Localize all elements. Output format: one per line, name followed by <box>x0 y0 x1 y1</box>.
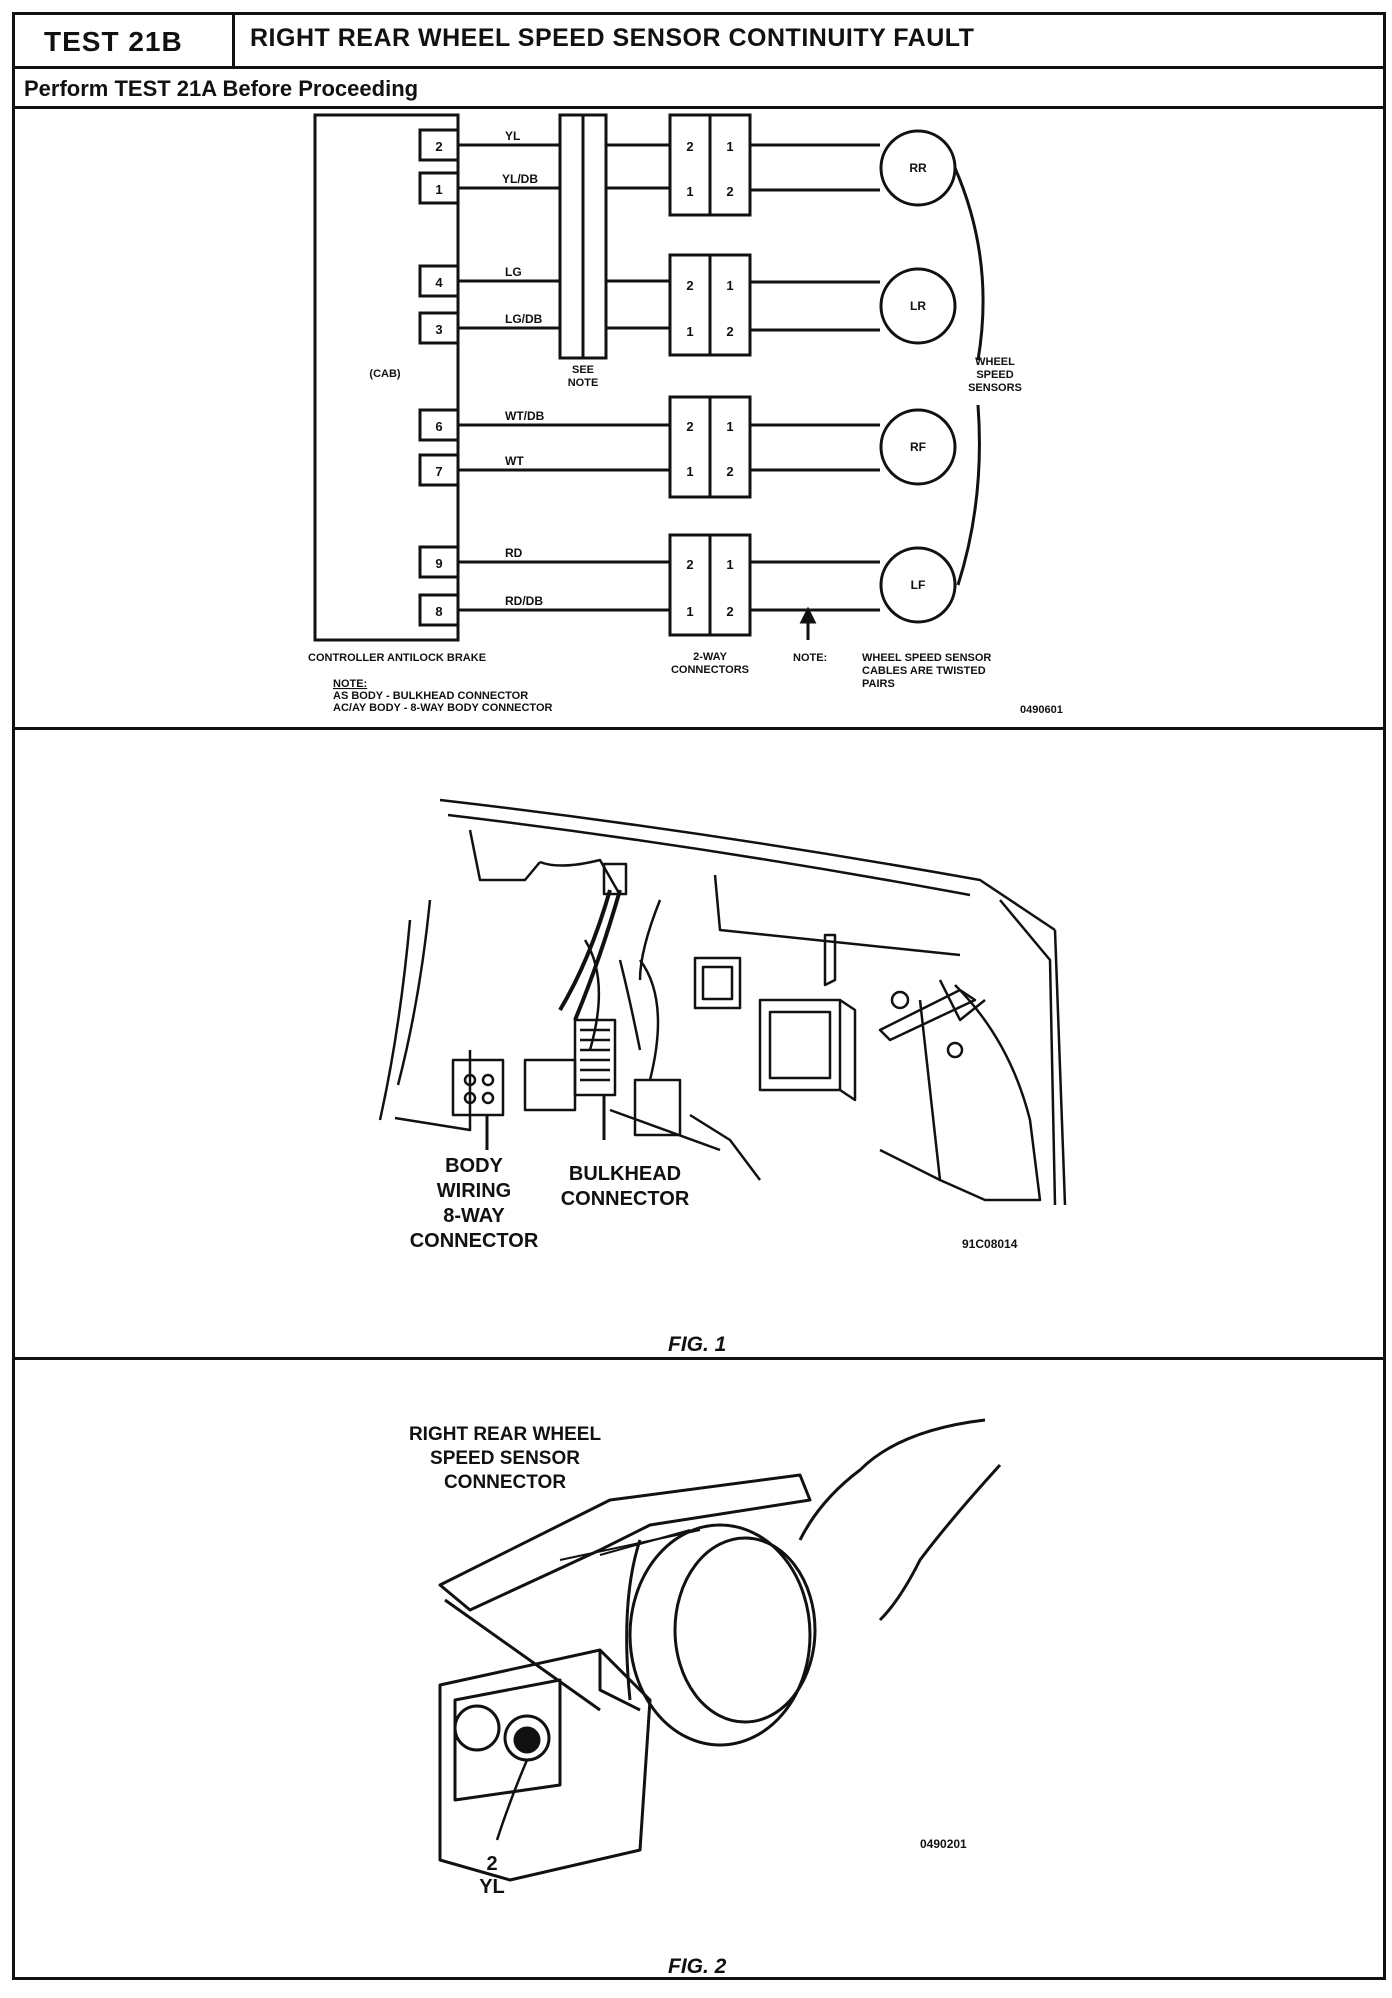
sensor-label: RR <box>909 161 927 175</box>
page-title: RIGHT REAR WHEEL SPEED SENSOR CONTINUITY… <box>250 24 975 52</box>
bottom-note: NOTE: <box>333 678 367 690</box>
dash-top-edge <box>439 798 1056 932</box>
pin-label: YL <box>479 1876 505 1898</box>
fig1-illustration: BODY WIRING 8-WAY CONNECTOR BULKHEAD CON… <box>378 798 1067 1252</box>
connector-pin: 2 <box>686 557 693 572</box>
controller-box <box>313 113 460 642</box>
connector-pin: 2 <box>726 604 733 619</box>
connector-body <box>438 1648 652 1882</box>
two-way-connectors-label: CONNECTORS <box>671 664 749 676</box>
body-wiring-label: 8-WAY <box>443 1205 505 1227</box>
sensor-label: RF <box>910 440 926 454</box>
connector-pin: 1 <box>726 419 733 434</box>
fig2-caption: FIG. 2 <box>668 1955 727 1978</box>
body-wiring-label: BODY <box>445 1155 503 1177</box>
connector-pin: 2 <box>726 324 733 339</box>
wire-color-label: YL/DB <box>502 172 538 186</box>
wire-color-label: WT/DB <box>505 409 545 423</box>
twisted-note: CABLES ARE TWISTED <box>862 665 986 677</box>
pin-number: 4 <box>435 275 443 290</box>
pin-2-cavity <box>513 1726 541 1754</box>
cable <box>798 1418 986 1541</box>
see-note-label: NOTE <box>568 377 599 389</box>
bottom-note: AC/AY BODY - 8-WAY BODY CONNECTOR <box>333 702 552 714</box>
bottom-note: AS BODY - BULKHEAD CONNECTOR <box>333 690 528 702</box>
bulkhead-label: CONNECTOR <box>561 1188 690 1210</box>
wire-color-label: LG/DB <box>505 312 543 326</box>
connector-pin: 2 <box>686 139 693 154</box>
subtitle-divider <box>12 106 1386 109</box>
wire-color-label: WT <box>505 454 524 468</box>
bulkhead-label: BULKHEAD <box>569 1163 681 1185</box>
sensor-label: LF <box>911 578 926 592</box>
latch <box>438 1473 812 1612</box>
test-id: TEST 21B <box>44 26 183 57</box>
connector-pin: 1 <box>726 278 733 293</box>
wiring-schematic: 2 1 4 3 6 7 9 8 YL YL/DB LG LG/DB WT/DB … <box>308 113 1063 716</box>
bulkhead-connector <box>573 1018 617 1097</box>
two-way-connectors-label: 2-WAY <box>693 651 727 663</box>
pin-number: 7 <box>435 464 442 479</box>
wire-color-label: RD/DB <box>505 594 543 608</box>
connector-pin: 2 <box>726 464 733 479</box>
header-divider <box>12 66 1386 69</box>
connector-pin: 1 <box>726 139 733 154</box>
twisted-note: PAIRS <box>862 678 895 690</box>
pin-number: 8 <box>435 604 442 619</box>
connector-label: CONNECTOR <box>444 1472 566 1493</box>
section-divider-1 <box>12 727 1386 730</box>
figure-code: 91C08014 <box>962 1237 1018 1251</box>
pin-number: 9 <box>435 556 442 571</box>
page-subtitle: Perform TEST 21A Before Proceeding <box>24 76 419 101</box>
body-wiring-label: CONNECTOR <box>410 1230 539 1252</box>
pin-number: 1 <box>435 182 442 197</box>
page-frame <box>12 12 1386 1980</box>
connector-pin: 2 <box>726 184 733 199</box>
section-divider-2 <box>12 1357 1386 1360</box>
fig2-illustration: RIGHT REAR WHEEL SPEED SENSOR CONNECTOR … <box>409 1418 1002 1898</box>
fig1-caption: FIG. 1 <box>668 1333 727 1356</box>
connector-pin: 1 <box>686 324 693 339</box>
body-wiring-connector <box>451 1058 505 1117</box>
body-wiring-label: WIRING <box>437 1180 511 1202</box>
twisted-note: WHEEL SPEED SENSOR <box>862 652 991 664</box>
connector-pin: 1 <box>686 464 693 479</box>
pin-number: 2 <box>435 139 442 154</box>
figure-code: 0490601 <box>1020 704 1063 716</box>
wire-color-label: YL <box>505 129 520 143</box>
cab-label: (CAB) <box>369 368 400 380</box>
controller-label: CONTROLLER ANTILOCK BRAKE <box>308 652 486 664</box>
connector-pin: 1 <box>686 184 693 199</box>
sensor-label: LR <box>910 299 926 313</box>
connector-label: RIGHT REAR WHEEL <box>409 1424 602 1445</box>
connector-label: SPEED SENSOR <box>430 1448 580 1469</box>
connector-pin: 1 <box>686 604 693 619</box>
wheel-speed-sensors-label: SPEED <box>976 369 1013 381</box>
wire-color-label: LG <box>505 265 522 279</box>
figure-code: 0490201 <box>920 1837 967 1851</box>
note-label: NOTE: <box>793 652 827 664</box>
connector-pin: 2 <box>686 419 693 434</box>
connector-pin: 1 <box>726 557 733 572</box>
connector-pin: 2 <box>686 278 693 293</box>
pin-number: 6 <box>435 419 442 434</box>
pin-number: 3 <box>435 322 442 337</box>
header-vertical-divider <box>232 12 235 68</box>
wire-color-label: RD <box>505 546 523 560</box>
see-note-label: SEE <box>572 364 594 376</box>
pin-label: 2 <box>486 1853 497 1875</box>
wheel-speed-sensors-label: WHEEL <box>975 356 1015 368</box>
wheel-speed-sensors-label: SENSORS <box>968 382 1022 394</box>
